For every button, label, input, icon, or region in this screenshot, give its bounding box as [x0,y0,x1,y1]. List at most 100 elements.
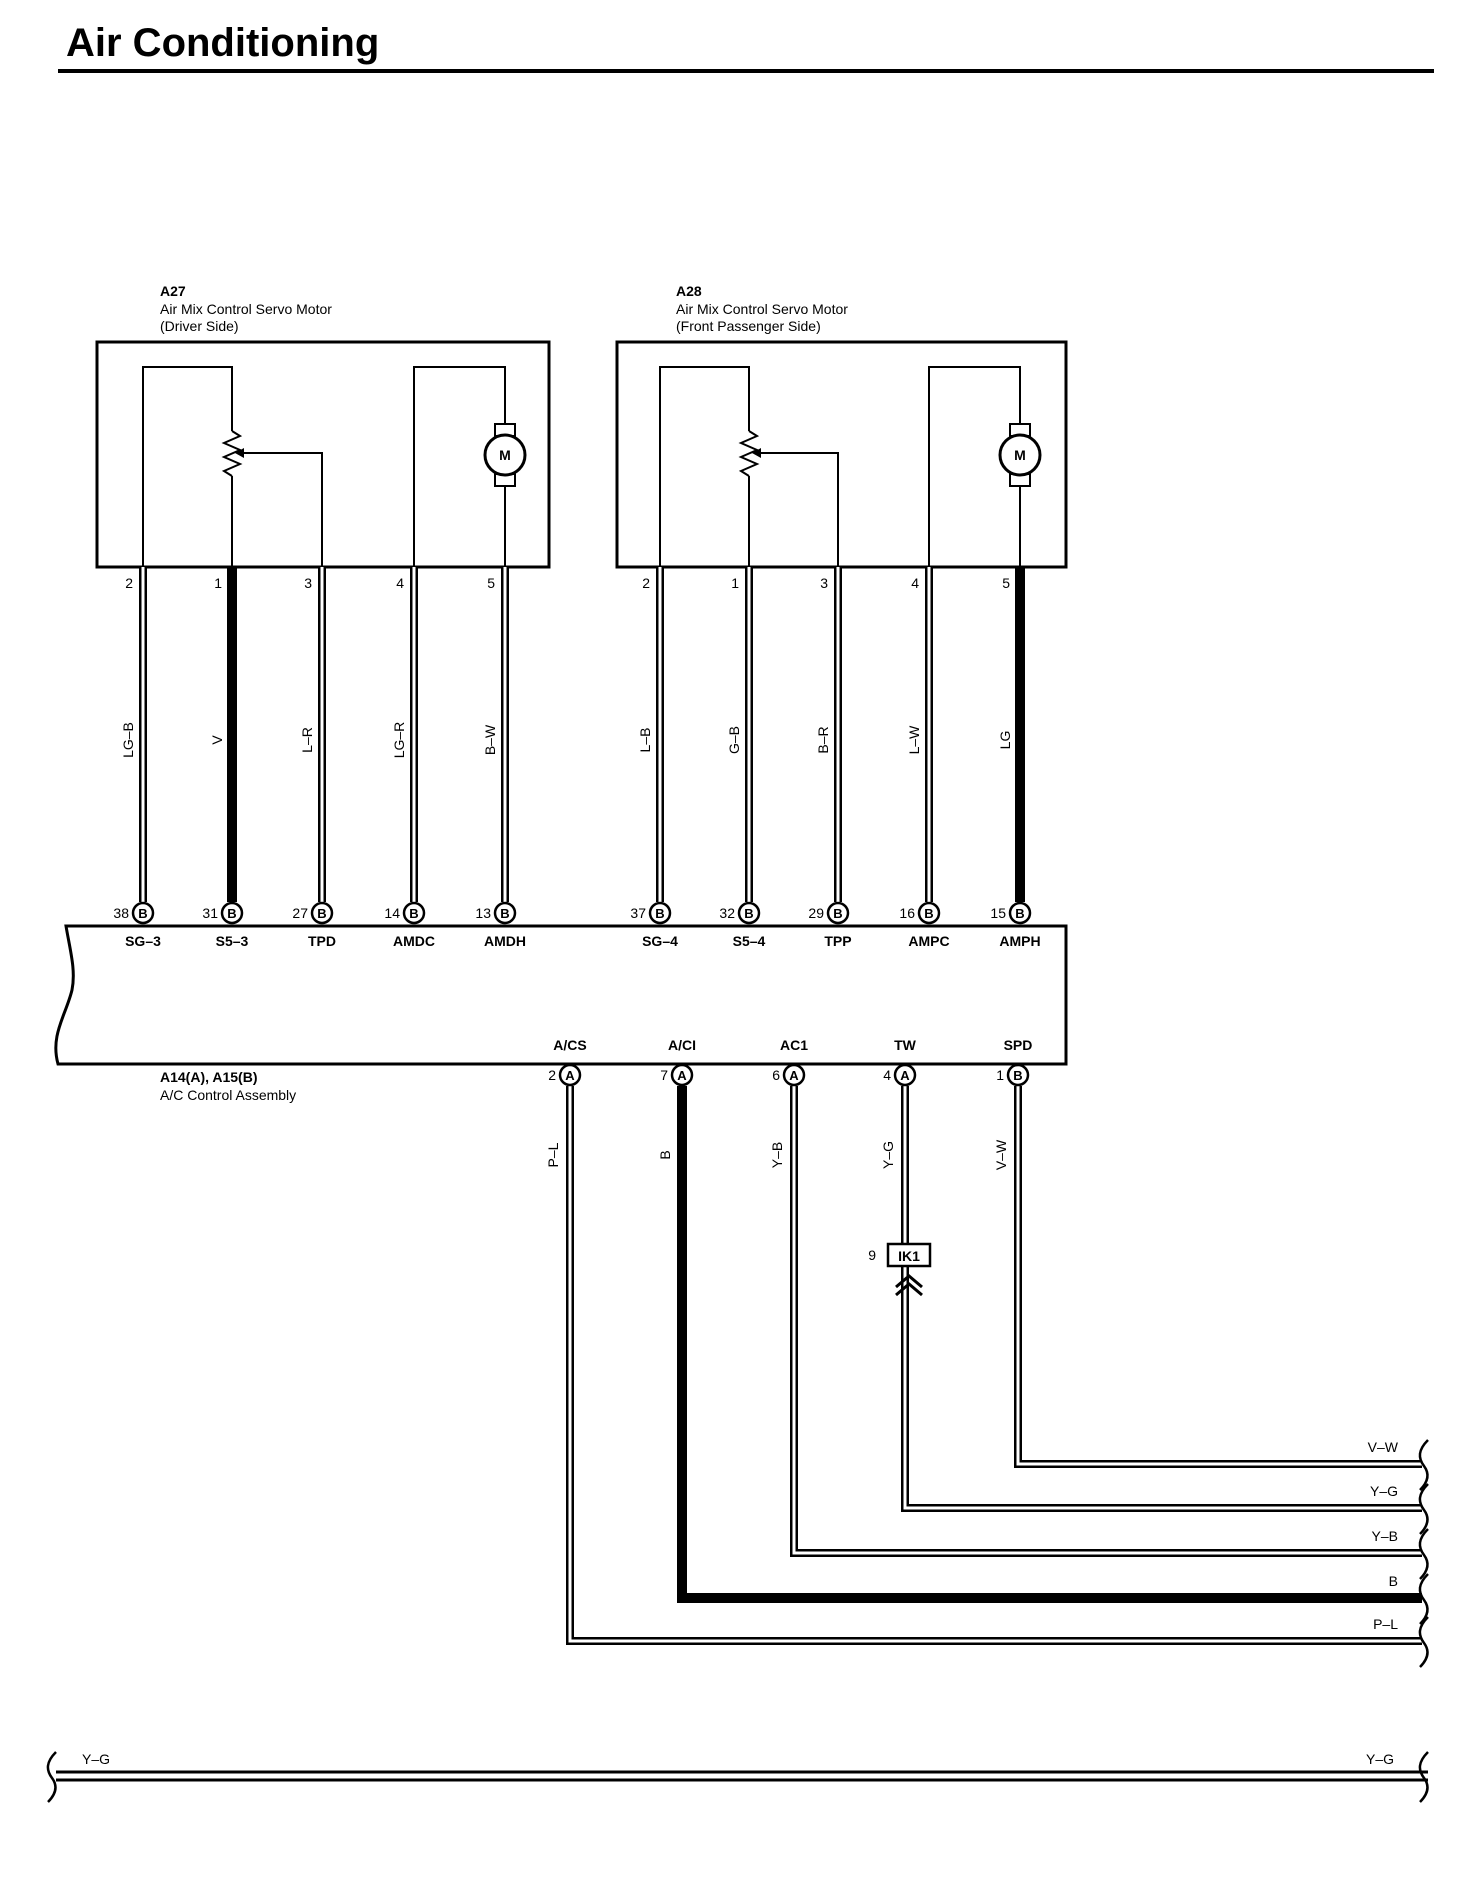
terminal-label: SG–4 [642,933,678,949]
terminal-label: AMDH [484,933,526,949]
break-mark-icon [1418,1483,1429,1535]
servo-wire-group: 2LG–BB38SG–31VB31S5–33L–RB27TPD4LG–RB14A… [113,567,1041,949]
a28-motor-letter: M [1014,447,1026,463]
wire-end-label: B [1389,1573,1398,1589]
motor-pin-number: 5 [487,575,495,591]
connector-letter: B [655,906,664,921]
yg-left-label: Y–G [82,1751,110,1767]
terminal-label: TPD [308,933,336,949]
ac-pin-number: 6 [772,1067,780,1083]
a27-id: A27 [160,283,186,299]
ac-pin-number: 2 [548,1067,556,1083]
wire-end-label: V–W [1368,1439,1399,1455]
a28-internal-loop-left [659,366,750,567]
connector-letter: B [317,906,326,921]
connector-circle-icon [1008,901,1032,925]
connector-circle-icon [893,1063,917,1087]
connector-letter: B [1013,1068,1022,1083]
connector-circle-icon [648,901,672,925]
motor-icon [998,433,1042,477]
servo-motor-a28: A28 Air Mix Control Servo Motor (Front P… [615,283,1068,569]
terminal-label: A/CI [668,1037,696,1053]
break-mark-icon [1418,1616,1429,1668]
ac-pin-number: 27 [292,905,308,921]
junction-box [886,1242,932,1268]
connector-letter: A [677,1068,687,1083]
junction-chevron-icon [895,1282,923,1297]
break-mark-right-icon [1418,1751,1429,1803]
wire-color-label: V [209,735,225,745]
terminal-label: AC1 [780,1037,808,1053]
a28-internal-loop-right [928,366,1021,567]
connector-circle-icon [402,901,426,925]
junction-pin: 9 [868,1247,876,1263]
wire-color-label: Y–G [880,1141,896,1169]
motor-pin-number: 1 [214,575,222,591]
ac-assembly-name: A/C Control Assembly [160,1087,296,1103]
connector-circle-icon [131,901,155,925]
a27-side: (Driver Side) [160,318,239,334]
connector-circle-icon [1006,1063,1030,1087]
wire-color-label: LG–R [391,722,407,759]
ac-pin-number: 4 [883,1067,891,1083]
wire-end-label: Y–G [1370,1483,1398,1499]
wire-color-label: Y–B [769,1142,785,1168]
connector-letter: B [744,906,753,921]
a28-name: Air Mix Control Servo Motor [676,301,848,317]
connector-letter: B [227,906,236,921]
wire-color-label: LG [997,731,1013,750]
wire-end-label: Y–B [1372,1528,1398,1544]
ac-pin-number: 14 [384,905,400,921]
connector-circle-icon [670,1063,694,1087]
wire-color-label: L–B [637,728,653,753]
break-mark-left-icon [46,1751,57,1803]
ac-pin-number: 38 [113,905,129,921]
terminal-label: S5–4 [733,933,766,949]
connector-circle-icon [917,901,941,925]
terminal-label: SPD [1004,1037,1033,1053]
ac-pin-number: 15 [990,905,1006,921]
terminal-label: TW [894,1037,917,1053]
connector-letter: A [565,1068,575,1083]
a27-potentiometer [221,430,243,477]
ac-pin-number: 31 [202,905,218,921]
wire-color-label: B–R [815,726,831,753]
a27-name: Air Mix Control Servo Motor [160,301,332,317]
a27-wiper-arrow [235,448,244,458]
connector-letter: B [1015,906,1024,921]
motor-pin-number: 3 [820,575,828,591]
wire-stripe [792,1086,1422,1555]
wire-solid [677,1086,1422,1603]
break-mark-icon [1418,1439,1429,1491]
ac-control-assembly-body [54,924,1068,1066]
wire-outline [1014,1086,1422,1468]
connector-circle-icon [826,901,850,925]
page-title: Air Conditioning [66,21,379,65]
connector-circle-icon [310,901,334,925]
terminal-label: SG–3 [125,933,161,949]
connector-circle-icon [493,901,517,925]
junction-chevron-icon [895,1274,923,1289]
connector-letter: B [924,906,933,921]
wire-color-label: B [657,1150,673,1159]
wire-color-label: L–R [299,727,315,753]
wire-color-label: B–W [482,724,498,755]
a27-wiper-line [243,452,323,567]
wire-color-label: G–B [726,726,742,754]
a27-internal-loop-left [142,366,233,567]
connector-letter: B [138,906,147,921]
ac-pin-number: 37 [630,905,646,921]
bottom-yg-line: Y–G Y–G [46,1751,1429,1803]
servo-motor-a27: A27 Air Mix Control Servo Motor (Driver … [95,283,551,569]
terminal-label: AMPC [908,933,949,949]
break-mark-icon [1418,1573,1429,1625]
